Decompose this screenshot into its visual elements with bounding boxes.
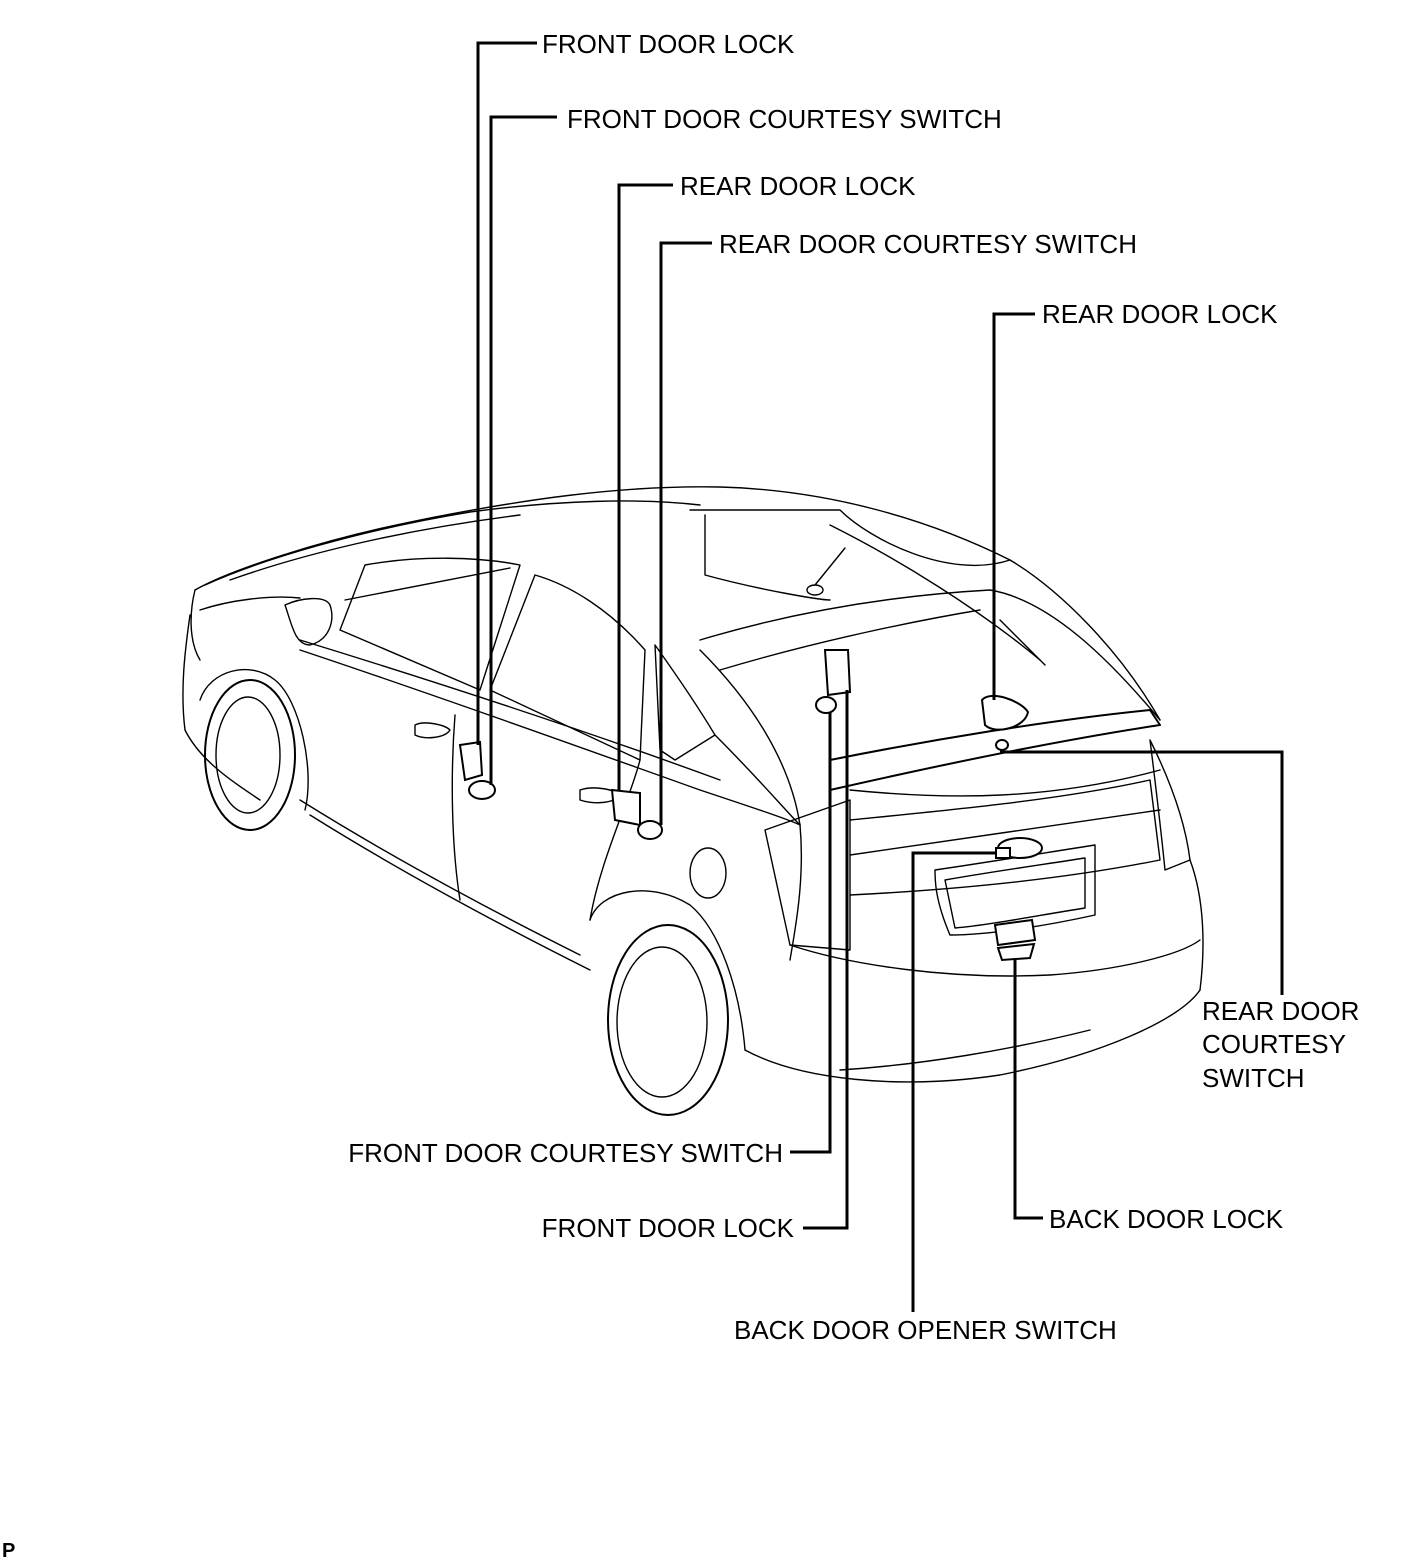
label-bottom-front-door-courtesy-switch: FRONT DOOR COURTESY SWITCH: [348, 1138, 783, 1168]
label-right-rear-door-courtesy-switch-line1: REAR DOOR: [1202, 996, 1359, 1026]
leader-bottom-front-door-courtesy-switch: [790, 712, 832, 1154]
label-top-rear-door-lock: REAR DOOR LOCK: [680, 171, 916, 201]
front-door-courtesy-switch-part-left: [468, 780, 496, 800]
label-bottom-front-door-lock: FRONT DOOR LOCK: [542, 1213, 795, 1243]
component-symbols: [458, 649, 1043, 962]
label-right-rear-door-courtesy-switch-line3: SWITCH: [1202, 1063, 1305, 1093]
label-back-door-opener-switch: BACK DOOR OPENER SWITCH: [734, 1315, 1117, 1345]
label-back-door-lock: BACK DOOR LOCK: [1049, 1204, 1284, 1234]
rear-door-lock-part-left: [610, 788, 641, 827]
label-right-rear-door-courtesy-switch-line2: COURTESY: [1202, 1029, 1346, 1059]
label-right-rear-door-lock: REAR DOOR LOCK: [1042, 299, 1278, 329]
leader-top-front-door-courtesy-switch: [489, 115, 557, 785]
callout-labels: FRONT DOOR LOCK FRONT DOOR COURTESY SWIT…: [2, 29, 1359, 1562]
front-door-lock-part-right: [823, 649, 852, 697]
leader-lines: [476, 41, 1284, 1312]
leader-back-door-lock: [1013, 960, 1043, 1220]
rear-door-lock-part-right: [980, 694, 1030, 731]
corner-mark: P: [2, 1540, 15, 1562]
leader-back-door-opener-switch: [911, 851, 996, 1312]
leader-top-rear-door-lock: [617, 183, 673, 790]
rear-door-courtesy-switch-part-right: [995, 739, 1009, 751]
leader-top-rear-door-courtesy-switch: [659, 241, 712, 825]
leader-right-rear-door-courtesy-switch: [1000, 750, 1284, 995]
label-top-front-door-lock: FRONT DOOR LOCK: [542, 29, 795, 59]
leader-right-rear-door-lock: [992, 312, 1035, 700]
vehicle-outline: [182, 486, 1204, 1116]
back-door-lock-part: [993, 918, 1037, 947]
label-top-rear-door-courtesy-switch: REAR DOOR COURTESY SWITCH: [719, 229, 1137, 259]
front-door-courtesy-switch-part-right: [815, 696, 837, 714]
label-top-front-door-courtesy-switch: FRONT DOOR COURTESY SWITCH: [567, 104, 1002, 134]
leader-top-front-door-lock: [476, 41, 537, 745]
front-door-lock-part-left: [458, 740, 484, 782]
leader-bottom-front-door-lock: [803, 690, 849, 1230]
rear-door-courtesy-switch-part-left: [637, 820, 663, 840]
